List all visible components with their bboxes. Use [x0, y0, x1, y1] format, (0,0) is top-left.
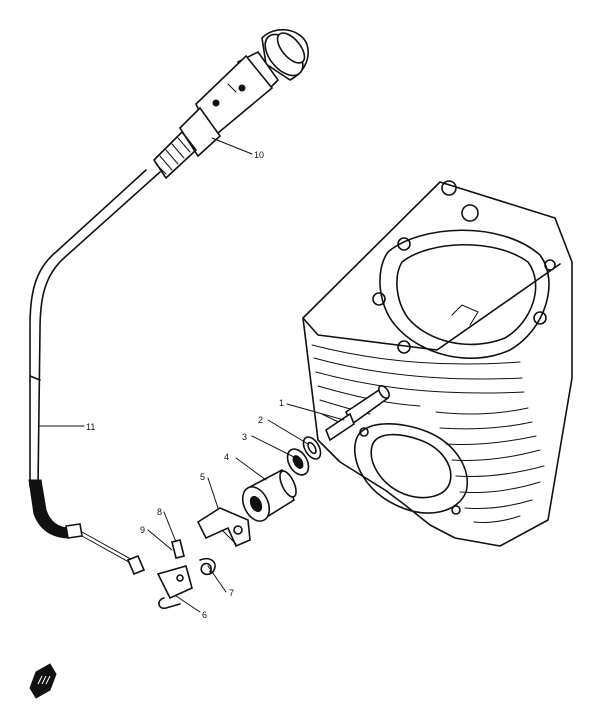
cooling-fins: [311, 344, 545, 523]
choke-knob[interactable]: [178, 28, 310, 158]
part-3-seal[interactable]: [283, 445, 313, 478]
part-1-shaft[interactable]: [325, 384, 391, 442]
callout-6: 6: [202, 610, 207, 620]
callout-2: 2: [258, 415, 263, 425]
choke-cable[interactable]: [28, 169, 161, 576]
callout-5: 5: [200, 472, 205, 482]
part-4-lever-body[interactable]: [238, 468, 300, 526]
callout-4: 4: [224, 452, 229, 462]
callout-3: 3: [242, 432, 247, 442]
callouts: 1 2 3 4 5 6 7 8 9 10 11: [86, 150, 284, 620]
cylinder-block: [302, 180, 573, 547]
callout-8: 8: [157, 507, 162, 517]
callout-10: 10: [254, 150, 264, 160]
callout-11: 11: [86, 422, 95, 432]
part-7-spring[interactable]: [199, 557, 216, 576]
cable-threads: [153, 131, 197, 179]
part-8-pin[interactable]: [171, 539, 185, 559]
callout-7: 7: [229, 588, 234, 598]
callout-1: 1: [279, 398, 284, 408]
part-2-washer[interactable]: [300, 434, 324, 462]
intake-port: [354, 423, 468, 515]
front-arrow-icon: [29, 663, 57, 699]
leader-lines: [39, 137, 345, 613]
part-5-arm[interactable]: [196, 507, 251, 548]
callout-9: 9: [140, 525, 145, 535]
part-6-bracket[interactable]: [156, 565, 193, 610]
